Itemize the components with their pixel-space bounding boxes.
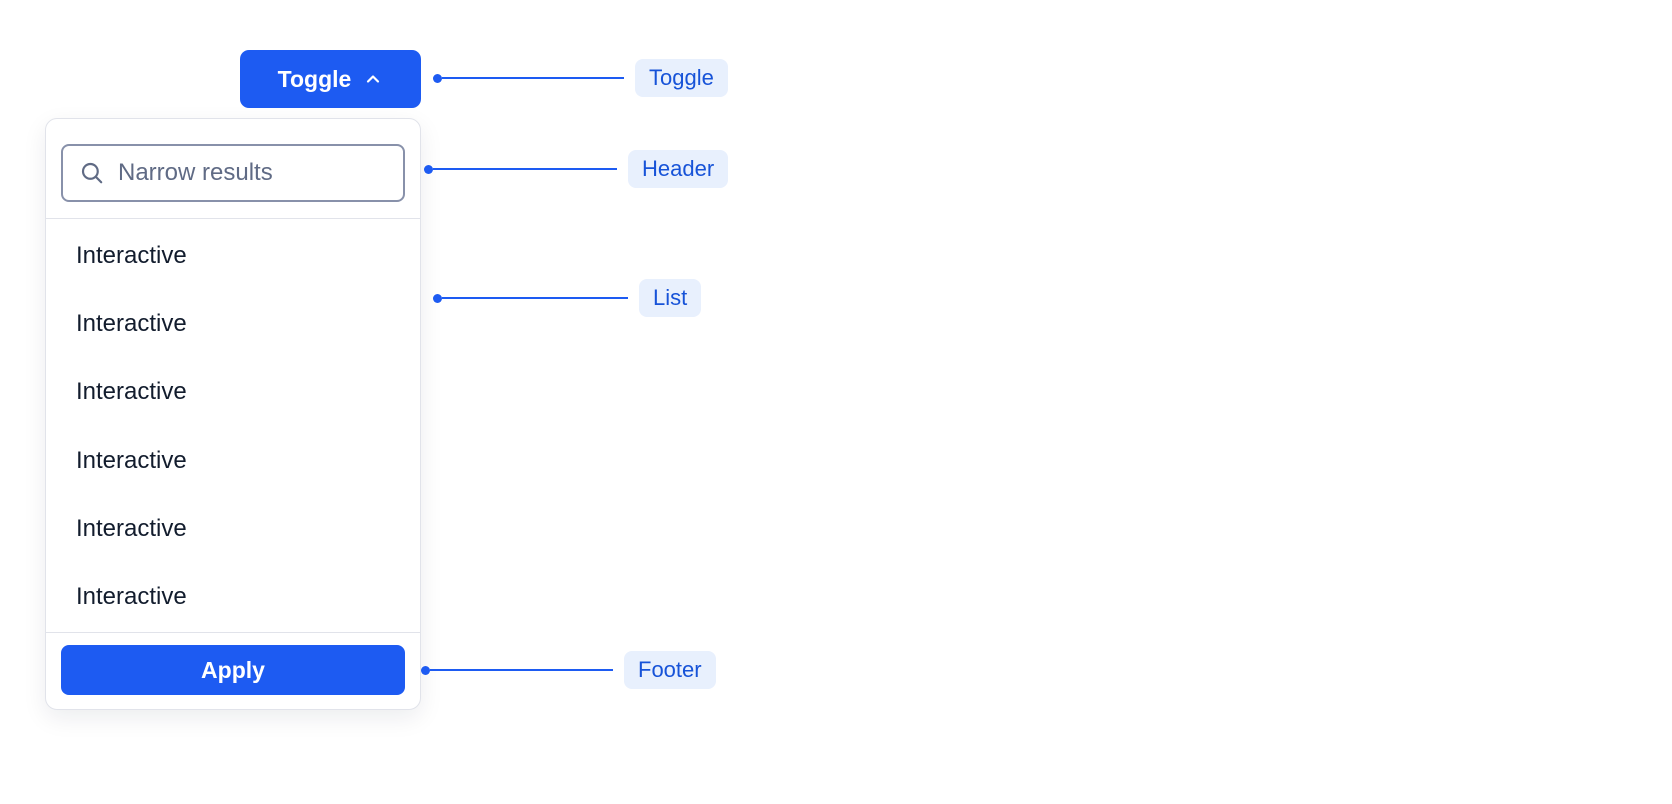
toggle-button[interactable]: Toggle [240,50,421,108]
list-item[interactable]: Interactive [76,310,187,338]
annotation-line [430,669,613,671]
popover-header [46,119,420,218]
annotation-label-footer: Footer [624,651,716,689]
list-item[interactable]: Interactive [76,583,187,611]
annotation-header: Header [424,150,729,188]
search-box[interactable] [61,144,405,202]
search-input[interactable] [118,159,389,187]
list-item[interactable]: Interactive [76,514,187,542]
annotation-dot [433,293,442,303]
toggle-button-label: Toggle [277,65,352,92]
annotation-line [442,77,624,79]
annotation-footer: Footer [421,651,716,689]
chevron-up-icon [363,69,383,89]
annotation-line [442,297,628,299]
popover-panel: Interactive Interactive Interactive Inte… [45,118,421,710]
annotation-line [433,168,617,170]
popover-list: Interactive Interactive Interactive Inte… [46,218,420,632]
annotation-label-list: List [639,279,702,317]
annotation-toggle: Toggle [433,59,728,97]
popover-footer: Apply [46,632,420,709]
list-item[interactable]: Interactive [76,242,187,270]
annotation-dot [424,164,433,174]
list-item[interactable]: Interactive [76,446,187,474]
annotation-label-toggle: Toggle [635,59,728,97]
annotation-list: List [433,279,702,317]
annotation-label-header: Header [628,150,729,188]
search-icon [79,160,118,186]
annotation-dot [433,73,442,83]
list-item[interactable]: Interactive [76,378,187,406]
apply-button[interactable]: Apply [61,645,405,695]
annotation-dot [421,665,430,675]
